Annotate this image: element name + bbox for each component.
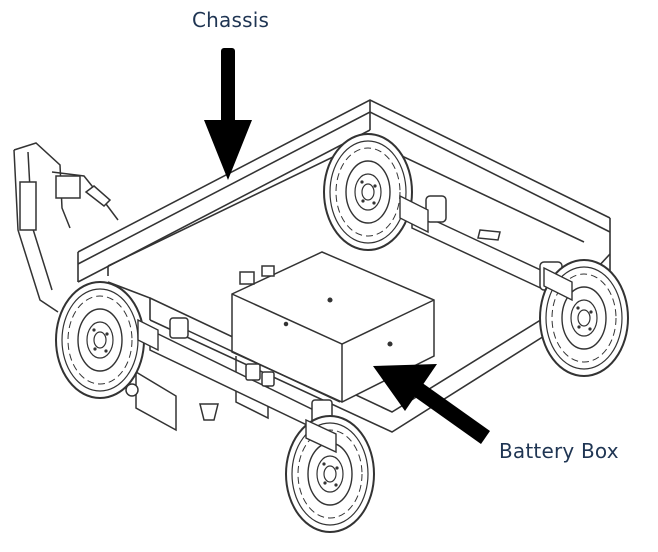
wheel-front-left bbox=[55, 281, 145, 399]
battery-box bbox=[231, 251, 435, 420]
wheel-brackets bbox=[137, 194, 573, 454]
tow-handle bbox=[13, 142, 119, 313]
arrow-chassis bbox=[204, 48, 252, 180]
battery-box-label: Battery Box bbox=[499, 439, 619, 463]
front-axle bbox=[125, 317, 341, 438]
wheel-rear-top bbox=[323, 133, 413, 251]
rear-axle bbox=[411, 195, 563, 300]
chassis-label: Chassis bbox=[192, 8, 270, 32]
arrow-battery-box bbox=[373, 364, 490, 444]
